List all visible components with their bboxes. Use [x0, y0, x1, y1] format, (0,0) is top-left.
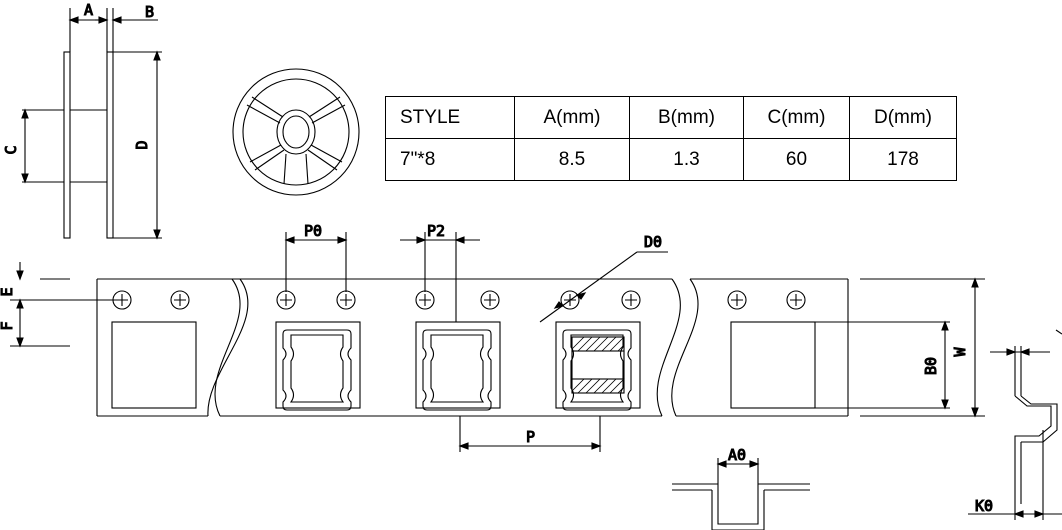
- dim-d0: [539, 251, 668, 323]
- table-header-cell: D(mm): [849, 96, 957, 139]
- label-A: A: [84, 1, 93, 19]
- table-cell: 60: [743, 138, 850, 181]
- reel-front-view: [232, 68, 360, 196]
- pocket-section-a0: [672, 458, 810, 530]
- dim-e-f: [10, 262, 122, 348]
- label-K0: K0: [975, 497, 993, 515]
- label-B0: B0: [922, 357, 940, 375]
- carrier-tape: [40, 278, 985, 417]
- label-P: P: [526, 428, 535, 446]
- label-P0: P0: [304, 222, 322, 240]
- label-F: F: [0, 321, 16, 330]
- reel-spec-table: STYLE A(mm) B(mm) C(mm) D(mm) 7"*8 8.5 1…: [385, 96, 957, 181]
- table-row: 7"*8 8.5 1.3 60 178: [385, 138, 957, 181]
- label-A0: A0: [728, 446, 746, 464]
- dim-p2: [400, 232, 480, 322]
- table-header-row: STYLE A(mm) B(mm) C(mm) D(mm): [385, 96, 957, 139]
- table-cell: 178: [849, 138, 957, 181]
- reel-side-view: [21, 8, 162, 240]
- table-header-cell: STYLE: [385, 96, 515, 139]
- label-B: B: [145, 3, 154, 21]
- table-header-cell: A(mm): [514, 96, 630, 139]
- dim-w-b0: [815, 277, 979, 418]
- label-P2: P2: [427, 222, 445, 240]
- dim-p: [458, 416, 602, 452]
- tape-section-k0: [968, 329, 1062, 520]
- table-cell: 8.5: [514, 138, 630, 181]
- table-header-cell: B(mm): [629, 96, 744, 139]
- table-cell: 1.3: [629, 138, 744, 181]
- label-W: W: [951, 347, 969, 357]
- label-D0: D0: [644, 233, 662, 251]
- label-D: D: [133, 140, 151, 149]
- table-header-cell: C(mm): [743, 96, 850, 139]
- label-E: E: [0, 287, 16, 296]
- table-cell: 7"*8: [385, 138, 515, 181]
- dim-p0: [284, 232, 348, 292]
- label-C: C: [2, 145, 20, 154]
